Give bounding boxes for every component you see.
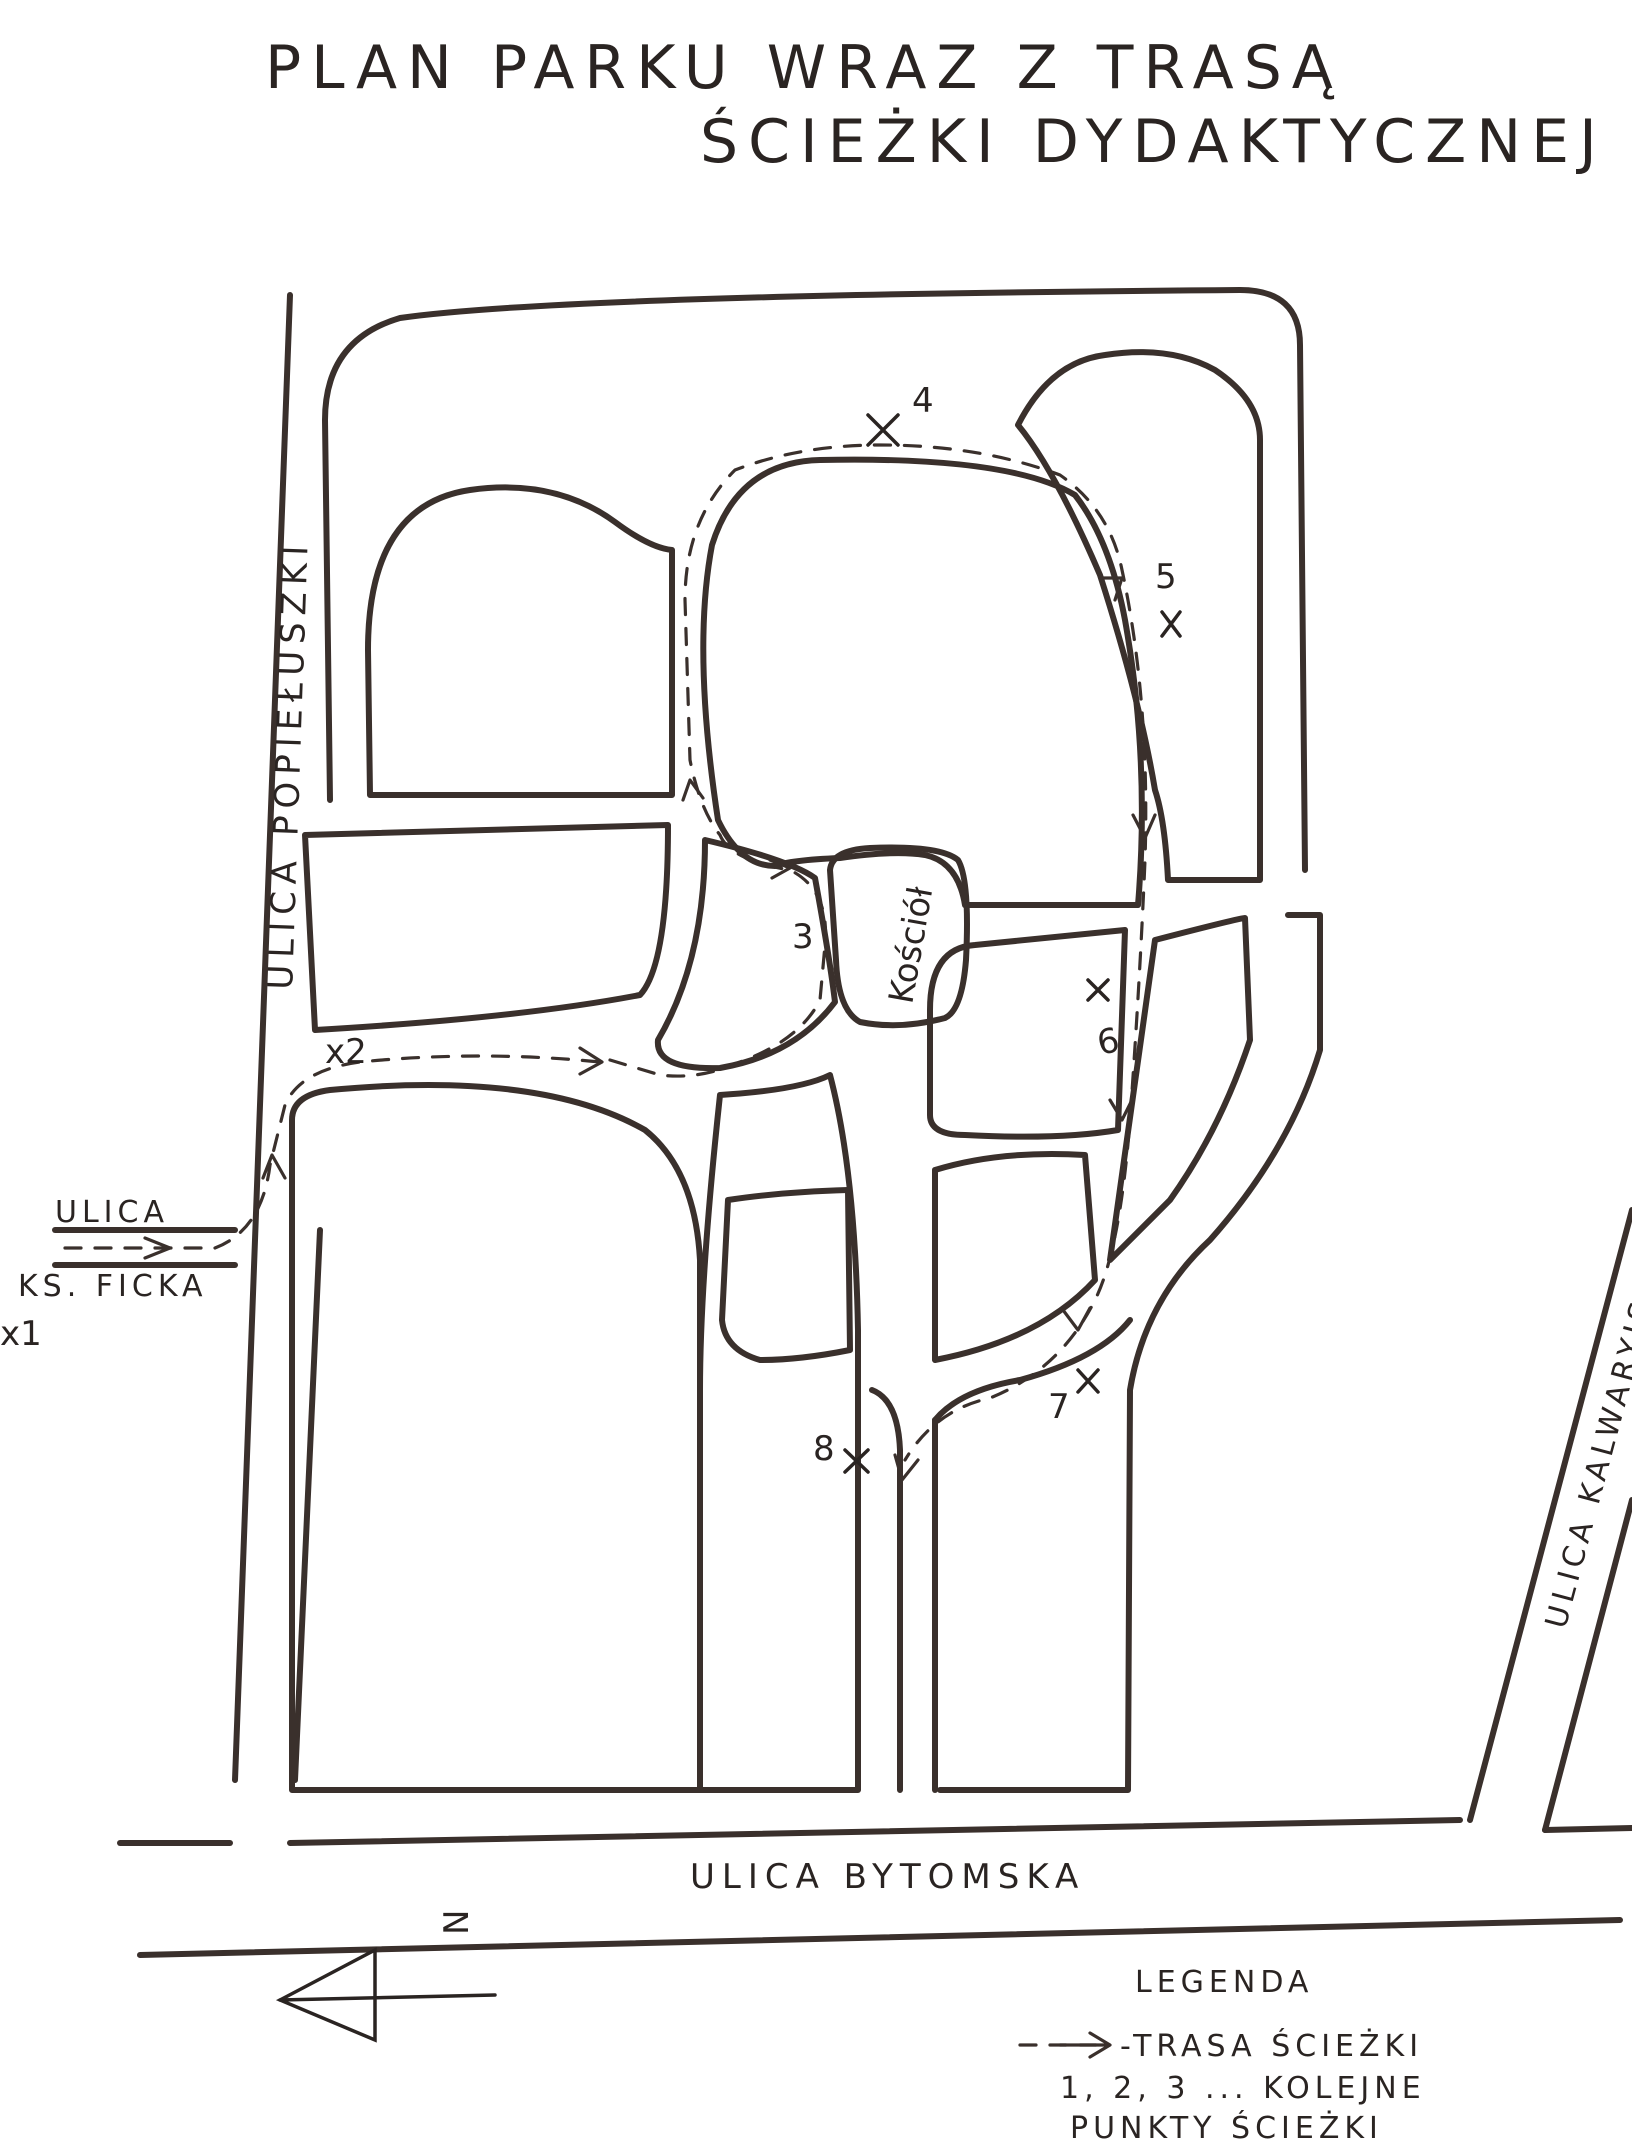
route-arrow-up-left	[681, 778, 705, 802]
point-7-cross	[1076, 1368, 1100, 1394]
route-arrow-ficka	[143, 1236, 172, 1260]
streets	[52, 292, 1632, 1958]
route-segment-west	[63, 1054, 602, 1250]
route-segment-main	[608, 443, 1148, 1462]
legend-heading: LEGENDA	[1135, 1965, 1313, 2000]
popieluszki-street-edge-east	[292, 1227, 323, 1783]
point-4-label: 4	[912, 381, 934, 421]
kalwaryjska-edge-east	[1542, 1497, 1632, 1833]
block-far-east	[937, 912, 1323, 1793]
block-nw-lobe	[365, 484, 675, 798]
route-arrow-end	[893, 1453, 920, 1482]
block-small-se	[932, 1151, 1098, 1363]
compass: N	[275, 1903, 497, 2043]
bytomska-south-edge	[137, 1917, 1623, 1958]
church: Kościół	[827, 844, 970, 1029]
compass-line	[278, 1993, 497, 2002]
block-church-east	[927, 927, 1128, 1140]
compass-arrow-icon	[275, 1947, 377, 2043]
block-south-west	[289, 1082, 703, 1793]
route-arrow-east-down-1	[1131, 813, 1157, 840]
route	[63, 443, 1157, 1482]
route-arrow-northeast	[1101, 576, 1124, 602]
point-3-label: 3	[792, 917, 814, 957]
popieluszki-street-edge-west	[232, 292, 293, 1783]
point-4-cross	[866, 413, 900, 447]
point-4-marker: 4	[866, 381, 934, 447]
route-arrow-east-down-2	[1108, 1098, 1134, 1122]
kalwaryjska-corner	[1542, 1825, 1632, 1833]
point-8-label: 8	[813, 1429, 835, 1469]
block-north-rim	[322, 287, 1308, 873]
point-8-cross	[843, 1448, 870, 1474]
kalwaryjska-edge-west	[1467, 1207, 1632, 1823]
point-8-marker: 8	[813, 1429, 870, 1474]
bytomska-north-edge-east	[287, 1817, 1463, 1846]
point-2-label: x2	[325, 1032, 367, 1072]
point-5-label: 5	[1155, 557, 1177, 597]
block-small-sw	[719, 1187, 853, 1363]
point-7-marker: 7	[1048, 1368, 1100, 1427]
road-south-edge-curve	[932, 1317, 1133, 1423]
road-south-edge-west	[869, 1387, 903, 1793]
street-label-kalwaryjska: ULICA KALWARYJSKA	[1539, 1246, 1632, 1632]
legend-route-label: -TRASA ŚCIEŻKI	[1120, 2027, 1423, 2064]
street-label-ficka-2: KS. FICKA	[18, 1269, 208, 1304]
street-label-bytomska: ULICA BYTOMSKA	[690, 1857, 1085, 1897]
block-south-west-arm	[697, 1072, 861, 1793]
church-outline	[827, 844, 970, 1029]
point-5-cross	[1160, 610, 1182, 638]
route-points: x1 x2 3 4 5 6 7 8	[0, 381, 1182, 1474]
route-arrow-east	[578, 1046, 604, 1076]
route-arrow-north	[261, 1153, 287, 1180]
block-ne-lobe	[1015, 349, 1263, 883]
point-7-label: 7	[1048, 1387, 1070, 1427]
block-east-long	[1107, 915, 1253, 1263]
point-5-marker: 5	[1155, 557, 1182, 638]
legend-arrow-icon	[1058, 2031, 1112, 2059]
route-arrow-church	[768, 858, 792, 880]
block-church-west	[654, 837, 838, 1072]
route-arrow-southeast	[1061, 1306, 1092, 1332]
compass-north-label: N	[437, 1903, 477, 1935]
street-label-ficka-1: ULICA	[55, 1195, 169, 1230]
legend: LEGENDA -TRASA ŚCIEŻKI 1, 2, 3 ... KOLEJ…	[1018, 1965, 1426, 2144]
point-6-marker: 6	[1086, 978, 1123, 1064]
block-west-middle	[302, 822, 671, 1033]
point-1-label: x1	[0, 1314, 42, 1354]
legend-points-line-2: PUNKTY ŚCIEŻKI	[1070, 2109, 1383, 2144]
title-line-1: PLAN PARKU WRAZ Z TRASĄ	[265, 33, 1343, 103]
park-blocks	[289, 287, 1323, 1793]
point-6-cross	[1086, 978, 1110, 1002]
title-line-2: ŚCIEŻKI DYDAKTYCZNEJ	[700, 106, 1607, 177]
legend-points-line-1: 1, 2, 3 ... KOLEJNE	[1060, 2071, 1426, 2106]
